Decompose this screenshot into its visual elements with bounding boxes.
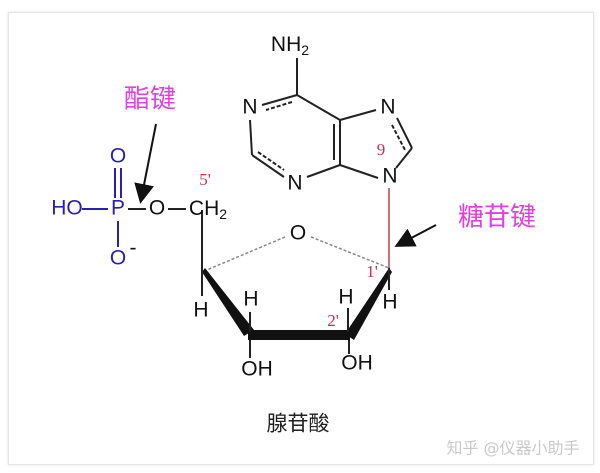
caption: 腺苷酸 <box>267 412 330 436</box>
number-5prime: 5' <box>199 170 211 189</box>
ribose-ring <box>201 210 392 358</box>
atom-h-c2: H <box>338 286 353 309</box>
atom-oh-c3: OH <box>241 358 273 381</box>
atom-ring-o: O <box>290 222 306 245</box>
atom-nh2: NH2 <box>271 33 309 58</box>
negative-charge: - <box>130 237 137 260</box>
atom-h-c1: H <box>382 291 397 314</box>
number-2prime: 2' <box>327 311 339 330</box>
atom-oh-c2: OH <box>341 352 373 375</box>
number-1prime: 1' <box>366 262 378 281</box>
glycosidic-bond-label: 糖苷键 <box>458 203 536 233</box>
adenine-bonds <box>249 58 413 179</box>
ester-bond-label: 酯键 <box>124 85 176 115</box>
atom-n3: N <box>287 172 302 195</box>
atom-h-c4: H <box>193 299 208 322</box>
atom-n9: N <box>382 165 397 188</box>
phosphate-group: HO P O O - <box>51 145 136 270</box>
atom-ch2: CH2 <box>189 197 227 222</box>
atom-h-c3: H <box>243 288 258 311</box>
figure-card <box>8 12 594 465</box>
atom-n1: N <box>242 96 257 119</box>
glycosidic-bond-arrow <box>394 224 437 247</box>
atom-o-top: O <box>110 145 126 168</box>
number-9: 9 <box>377 140 386 159</box>
atom-o-bottom: O <box>110 247 126 270</box>
atom-n7: N <box>380 96 395 119</box>
atom-p: P <box>111 197 125 220</box>
watermark: 知乎 @仪器小助手 <box>446 439 579 458</box>
atom-o-link: O <box>149 197 165 220</box>
ester-bond-arrow <box>134 123 157 204</box>
atom-ho: HO <box>51 197 83 220</box>
